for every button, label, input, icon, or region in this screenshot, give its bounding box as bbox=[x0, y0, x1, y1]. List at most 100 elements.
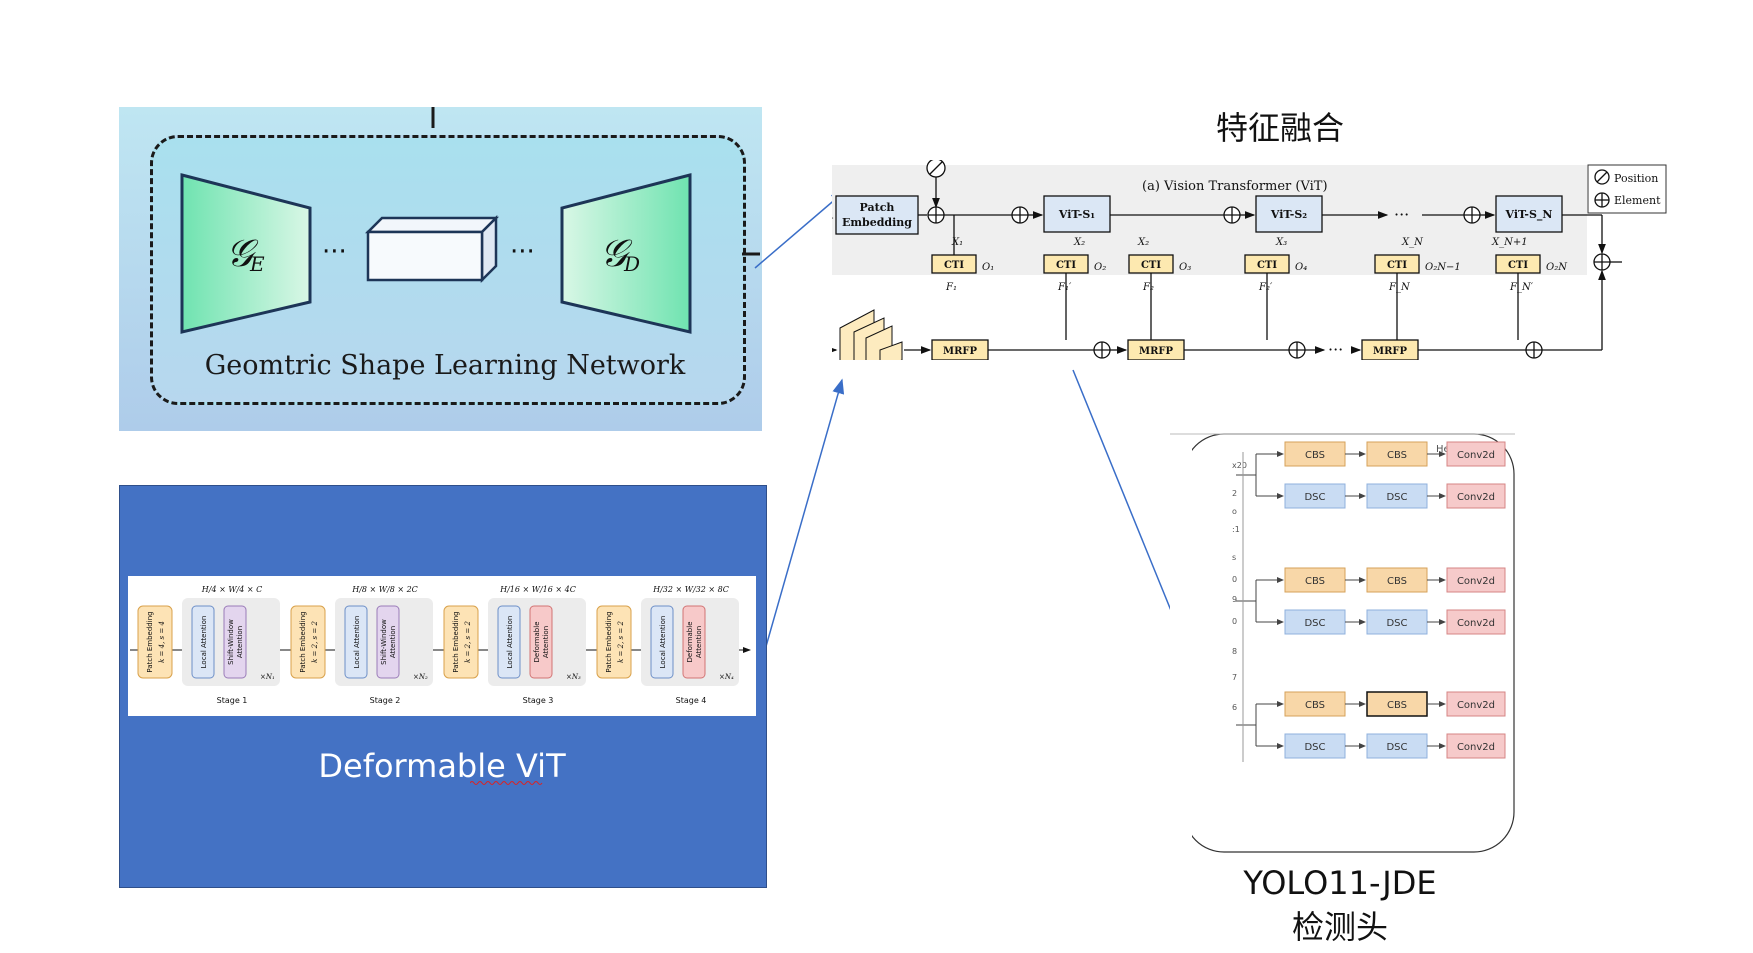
decoder-trapezoid bbox=[560, 173, 692, 334]
o-label-2: O₂ bbox=[1094, 262, 1106, 273]
dvit-local-label: Local Attention bbox=[353, 616, 361, 669]
geometric-network-title: Geomtric Shape Learning Network bbox=[204, 350, 686, 381]
x-label-4: X₃ bbox=[1275, 237, 1287, 248]
vit-block-2-label: ViT-S₂ bbox=[1270, 208, 1307, 221]
dvit-local-label: Local Attention bbox=[506, 616, 514, 669]
edge-mark: o bbox=[1232, 507, 1237, 516]
svg-text:DSC: DSC bbox=[1304, 492, 1325, 503]
dvit-local-label: Local Attention bbox=[200, 616, 208, 669]
svg-text:DSC: DSC bbox=[1386, 742, 1407, 753]
f-label-6: F_N′ bbox=[1509, 282, 1534, 293]
dvit-stage-dim-4: H/32 × W/32 × 8C bbox=[652, 585, 729, 594]
dvit-repeat-2: ×N₂ bbox=[413, 673, 428, 681]
arrow-dvit-to-fusion bbox=[756, 378, 845, 679]
arrow-gsl-to-fusion bbox=[754, 190, 847, 269]
f-label-1: F₁ bbox=[945, 282, 957, 293]
svg-text:CBS: CBS bbox=[1387, 700, 1407, 711]
dvit-patch-label: Patch Embedding bbox=[146, 611, 154, 672]
spellcheck-underline bbox=[470, 781, 543, 785]
head-conv-1-1 bbox=[1446, 609, 1506, 635]
svg-text:DSC: DSC bbox=[1386, 492, 1407, 503]
edge-mark: s bbox=[1232, 553, 1236, 562]
ellipsis-right: ··· bbox=[510, 237, 535, 267]
head-dsc-b-0 bbox=[1366, 483, 1428, 509]
cti-block-2-label: CTI bbox=[1056, 260, 1076, 271]
encoder-subscript: E bbox=[249, 252, 265, 276]
head-cbs-b-1 bbox=[1366, 567, 1428, 593]
cti-block-4-label: CTI bbox=[1257, 260, 1277, 271]
dvit-stage-label-1: Stage 1 bbox=[217, 696, 248, 705]
patch-embedding-label-1: Patch bbox=[860, 201, 895, 214]
dvit-patch-params: k = 2, s = 2 bbox=[311, 621, 319, 663]
dvit-local-label: Local Attention bbox=[659, 616, 667, 669]
dvit-local-attention-2 bbox=[344, 605, 368, 679]
ellipsis-left: ··· bbox=[322, 237, 347, 267]
x-label-2: X₂ bbox=[1073, 237, 1085, 248]
dvit-second-label-1: Deformable bbox=[686, 621, 694, 662]
edge-mark: 7 bbox=[1232, 673, 1237, 682]
cti-block-1-label: CTI bbox=[944, 260, 964, 271]
dvit-patch-embedding-1 bbox=[137, 605, 173, 679]
head-conv-0-1 bbox=[1446, 483, 1506, 509]
f-label-4: F₂′ bbox=[1258, 282, 1273, 293]
dvit-second-label-1: Deformable bbox=[533, 621, 541, 662]
deformable-vit-title: Deformable ViT bbox=[318, 747, 566, 785]
dvit-second-label-2: Attention bbox=[695, 626, 703, 658]
yolo-head-title: YOLO11-JDE 检测头 bbox=[1243, 864, 1437, 946]
dvit-stage-label-4: Stage 4 bbox=[676, 696, 707, 705]
dvit-stage-label-2: Stage 2 bbox=[370, 696, 401, 705]
vit-block-1 bbox=[1043, 195, 1111, 233]
patch-embedding-label-2: Embedding bbox=[842, 216, 912, 229]
head-dsc-a-1 bbox=[1284, 609, 1346, 635]
edge-mark: 0 bbox=[1232, 575, 1237, 584]
dvit-second-label-2: Attention bbox=[389, 626, 397, 658]
dvit-second-label-1: Shift-Window bbox=[380, 619, 388, 665]
dvit-local-attention-4 bbox=[650, 605, 674, 679]
dvit-second-attention-1 bbox=[223, 605, 247, 679]
deformable-vit-svg: Patch Embedding k = 4, s = 4 Local Attenti… bbox=[130, 585, 751, 705]
vit-block-1-label: ViT-S₁ bbox=[1058, 208, 1095, 221]
svg-text:Conv2d: Conv2d bbox=[1457, 492, 1495, 503]
svg-text:DSC: DSC bbox=[1304, 742, 1325, 753]
edge-mark: :1 bbox=[1232, 525, 1240, 534]
dvit-second-label-1: Shift-Window bbox=[227, 619, 235, 665]
x-label-5: X_N bbox=[1401, 237, 1424, 248]
top-ellipsis: ··· bbox=[1394, 205, 1409, 224]
dvit-patch-embedding-2 bbox=[290, 605, 326, 679]
dvit-patch-params: k = 4, s = 4 bbox=[158, 621, 166, 663]
f-label-3: F₂ bbox=[1142, 282, 1154, 293]
dvit-second-attention-4 bbox=[682, 605, 706, 679]
svg-text:Conv2d: Conv2d bbox=[1457, 618, 1495, 629]
vit-adapter-diagram: (a) Vision Transformer (ViT) Position El… bbox=[832, 160, 1667, 360]
edge-mark: 2 bbox=[1232, 489, 1237, 498]
svg-text:Conv2d: Conv2d bbox=[1457, 576, 1495, 587]
dvit-patch-label: Patch Embedding bbox=[605, 611, 613, 672]
mrfp-block-n-label: MRFP bbox=[1373, 346, 1407, 357]
decoder-subscript: D bbox=[623, 252, 640, 276]
dvit-second-label-2: Attention bbox=[542, 626, 550, 658]
dvit-stage-dim-3: H/16 × W/16 × 4C bbox=[499, 585, 576, 594]
svg-text:CBS: CBS bbox=[1305, 700, 1325, 711]
head-cbs-a-0 bbox=[1284, 441, 1346, 467]
head-cbs-a-1 bbox=[1284, 567, 1346, 593]
cti-block-6-label: CTI bbox=[1508, 260, 1528, 271]
svg-text:Conv2d: Conv2d bbox=[1457, 742, 1495, 753]
o-label-1: O₁ bbox=[982, 262, 994, 273]
head-dsc-a-0 bbox=[1284, 483, 1346, 509]
deformable-vit-figure: Patch Embedding k = 4, s = 4 Local Attenti… bbox=[128, 576, 756, 716]
dvit-repeat-4: ×N₄ bbox=[719, 673, 734, 681]
o-label-3: O₃ bbox=[1179, 262, 1191, 273]
dvit-patch-embedding-4 bbox=[596, 605, 632, 679]
dvit-repeat-1: ×N₁ bbox=[260, 673, 275, 681]
svg-text:Conv2d: Conv2d bbox=[1457, 700, 1495, 711]
dvit-patch-params: k = 2, s = 2 bbox=[464, 621, 472, 663]
svg-text:Conv2d: Conv2d bbox=[1457, 450, 1495, 461]
f-label-5: F_N bbox=[1388, 282, 1411, 293]
x-label-1: X₁ bbox=[951, 237, 963, 248]
position-icon bbox=[1594, 169, 1610, 185]
dvit-local-attention-3 bbox=[497, 605, 521, 679]
dvit-patch-label: Patch Embedding bbox=[299, 611, 307, 672]
head-dsc-a-2 bbox=[1284, 733, 1346, 759]
svg-text:CBS: CBS bbox=[1305, 576, 1325, 587]
